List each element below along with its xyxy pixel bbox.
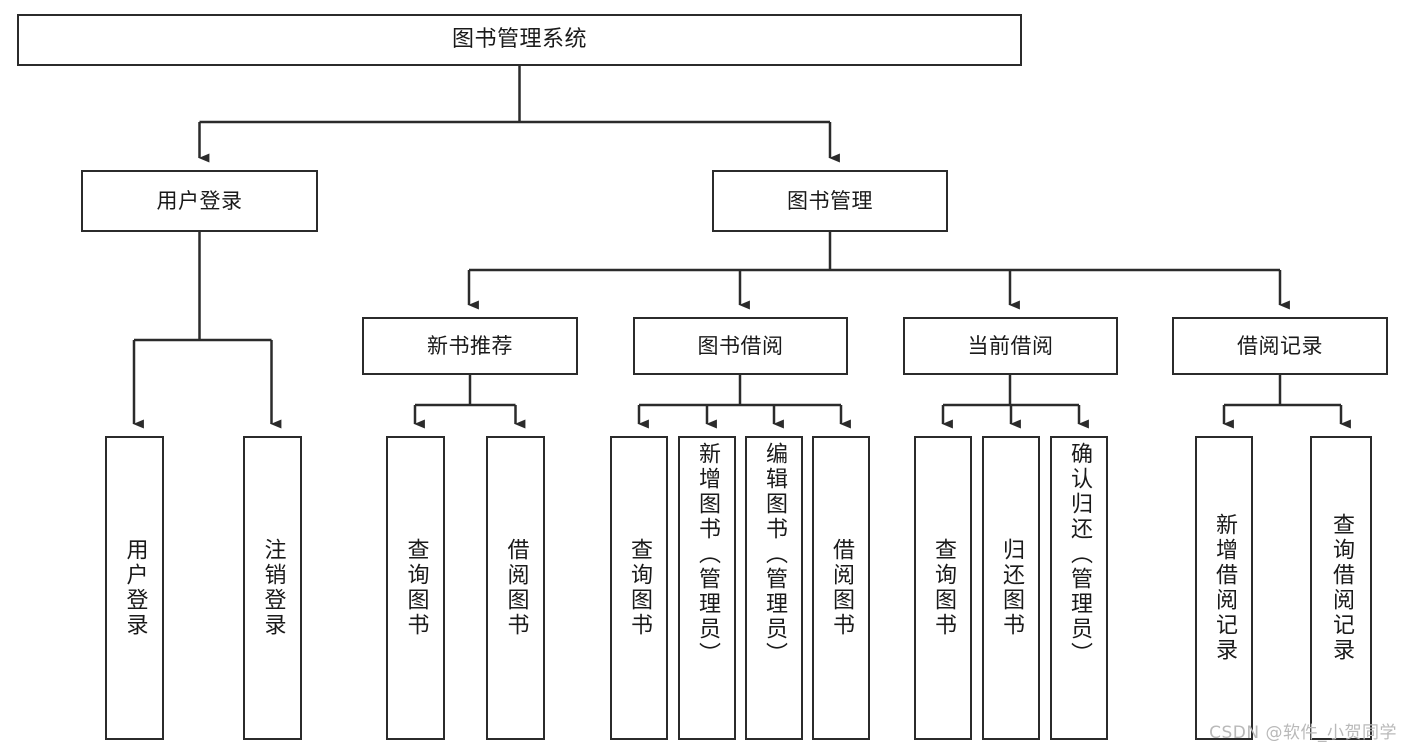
leaf-borrow-book-label: 借阅图书 xyxy=(829,538,854,638)
leaf-add-borrow-record[interactable]: 新增借阅记录 xyxy=(1195,436,1253,740)
leaf-borrow-book-new-label: 借阅图书 xyxy=(503,538,529,638)
leaf-return-book-label: 归还图书 xyxy=(999,538,1024,638)
leaf-user-login-label: 用户登录 xyxy=(122,538,148,638)
leaf-query-borrow-record[interactable]: 查询借阅记录 xyxy=(1310,436,1372,740)
leaf-add-book-admin[interactable]: 新增图书（管理员） xyxy=(678,436,736,740)
leaf-add-book-admin-label: 新增图书（管理员） xyxy=(695,442,720,667)
node-book-management-label: 图书管理 xyxy=(787,188,873,213)
node-borrow-record[interactable]: 借阅记录 xyxy=(1172,317,1388,375)
leaf-query-book-current[interactable]: 查询图书 xyxy=(914,436,972,740)
leaf-logout-login[interactable]: 注销登录 xyxy=(243,436,302,740)
leaf-user-login[interactable]: 用户登录 xyxy=(105,436,164,740)
leaf-query-book-borrow[interactable]: 查询图书 xyxy=(610,436,668,740)
leaf-query-book-new-label: 查询图书 xyxy=(403,538,429,638)
leaf-query-book-current-label: 查询图书 xyxy=(931,538,956,638)
node-book-management[interactable]: 图书管理 xyxy=(712,170,948,232)
leaf-query-borrow-record-label: 查询借阅记录 xyxy=(1329,513,1354,663)
leaf-logout-login-label: 注销登录 xyxy=(260,538,286,638)
leaf-confirm-return-admin[interactable]: 确认归还（管理员） xyxy=(1050,436,1108,740)
node-user-login-label: 用户登录 xyxy=(156,188,243,213)
node-book-borrow[interactable]: 图书借阅 xyxy=(633,317,848,375)
node-borrow-record-label: 借阅记录 xyxy=(1237,333,1323,358)
node-user-login[interactable]: 用户登录 xyxy=(81,170,318,232)
leaf-add-borrow-record-label: 新增借阅记录 xyxy=(1212,513,1237,663)
node-new-book-recommend-label: 新书推荐 xyxy=(427,333,513,358)
node-current-borrow-label: 当前借阅 xyxy=(967,333,1054,358)
leaf-edit-book-admin-label: 编辑图书（管理员） xyxy=(762,442,787,667)
leaf-borrow-book[interactable]: 借阅图书 xyxy=(812,436,870,740)
leaf-query-book-new[interactable]: 查询图书 xyxy=(386,436,445,740)
leaf-borrow-book-new[interactable]: 借阅图书 xyxy=(486,436,545,740)
leaf-confirm-return-admin-label: 确认归还（管理员） xyxy=(1067,442,1092,667)
leaf-query-book-borrow-label: 查询图书 xyxy=(627,538,652,638)
node-root-label: 图书管理系统 xyxy=(451,27,587,53)
leaf-edit-book-admin[interactable]: 编辑图书（管理员） xyxy=(745,436,803,740)
node-root[interactable]: 图书管理系统 xyxy=(17,14,1022,66)
node-current-borrow[interactable]: 当前借阅 xyxy=(903,317,1118,375)
leaf-return-book[interactable]: 归还图书 xyxy=(982,436,1040,740)
node-book-borrow-label: 图书借阅 xyxy=(697,333,784,358)
node-new-book-recommend[interactable]: 新书推荐 xyxy=(362,317,578,375)
